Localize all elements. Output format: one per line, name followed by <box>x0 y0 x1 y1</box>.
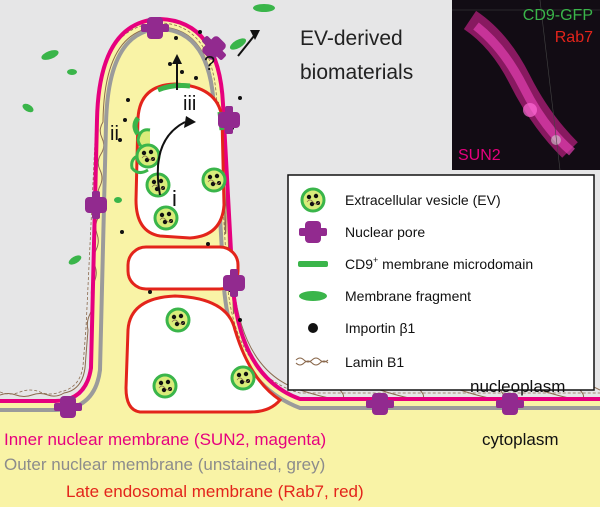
inner-nuclear-membrane <box>0 16 600 403</box>
legend-cd9-label: CD9+ membrane microdomain <box>345 255 533 272</box>
title-line1: EV-derived <box>300 27 403 50</box>
extracellular-vesicle <box>152 373 178 399</box>
extracellular-vesicle <box>201 167 227 193</box>
importin-dot-icon <box>308 323 318 333</box>
inner-membrane-label: Inner nuclear membrane (SUN2, magenta) <box>4 430 326 449</box>
extracellular-vesicle <box>230 365 256 391</box>
endosome-middle <box>126 245 240 291</box>
step-label-i: i <box>172 186 177 211</box>
arrow-up-head <box>172 54 182 64</box>
legend: Extracellular vesicle (EV) Nuclear pore … <box>287 174 595 391</box>
arrow-out-head <box>250 30 260 40</box>
lamin-fiber-icon <box>295 357 329 366</box>
label-rab7: Rab7 <box>555 29 593 46</box>
step-label-ii: ii <box>110 123 119 145</box>
importin-dots <box>118 30 242 322</box>
curved-arrow-head <box>184 116 196 128</box>
cytoplasm-label: cytoplasm <box>482 430 559 449</box>
legend-fragment-label: Membrane fragment <box>345 288 471 304</box>
membrane-fragments <box>22 4 275 265</box>
outer-membrane-label: Outer nuclear membrane (unstained, grey) <box>4 455 325 474</box>
legend-ev-label: Extracellular vesicle (EV) <box>345 192 501 208</box>
label-sun2: SUN2 <box>458 147 501 164</box>
membrane-fragment-icon <box>299 291 327 301</box>
extracellular-vesicle <box>135 143 161 169</box>
cd9-microdomain <box>157 83 191 93</box>
micrograph-inset: CD9-GFP Rab7 SUN2 <box>452 0 600 171</box>
nucleoplasm-label: nucleoplasm <box>470 377 565 396</box>
extracellular-vesicle <box>165 307 191 333</box>
ev-icon <box>300 187 326 213</box>
step-label-iii: iii <box>183 93 196 115</box>
question-mark: ? <box>204 53 215 75</box>
late-endosome-label: Late endosomal membrane (Rab7, red) <box>66 482 364 501</box>
legend-pore-label: Nuclear pore <box>345 224 425 240</box>
ev-budding <box>130 153 149 175</box>
legend-importin-label: Importin β1 <box>345 320 416 336</box>
legend-lamin-label: Lamin B1 <box>345 354 404 370</box>
cd9-microdomain <box>132 116 141 136</box>
cytoplasm-region <box>0 410 600 507</box>
arrow-out <box>237 35 255 57</box>
title-line2: biomaterials <box>300 61 413 84</box>
curved-arrow-i <box>156 121 186 196</box>
cd9-microdomain-icon <box>298 261 328 267</box>
label-cd9-gfp: CD9-GFP <box>523 7 593 24</box>
